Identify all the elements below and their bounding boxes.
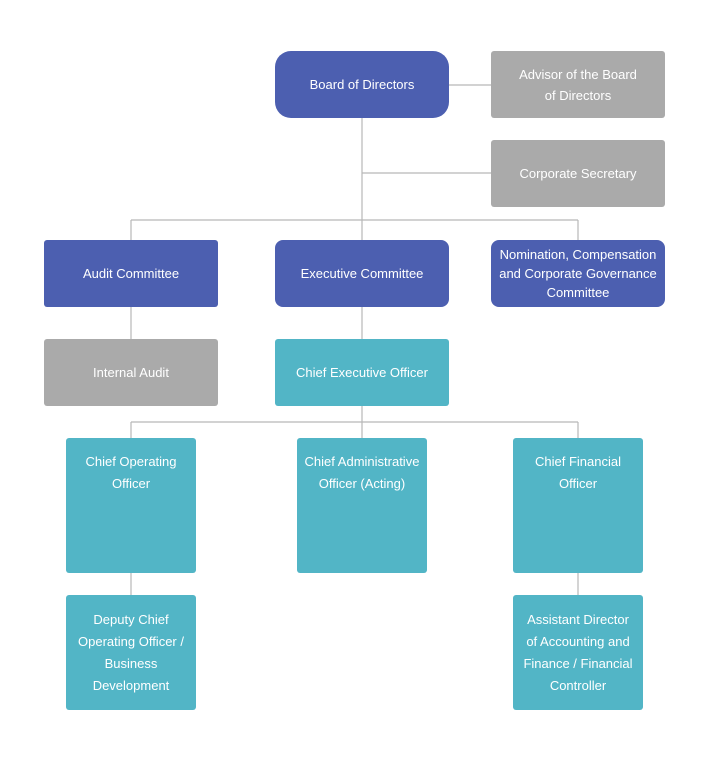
internal-audit-box: Internal Audit bbox=[44, 339, 218, 406]
advisor-box: Advisor of the Board of Directors bbox=[491, 51, 665, 118]
audit-committee-label: Audit Committee bbox=[82, 266, 180, 281]
executive-committee-label: Executive Committee bbox=[300, 266, 424, 281]
assistant-director-box: Assistant Director of Accounting and Fin… bbox=[513, 595, 643, 710]
nomination-committee-box: Nomination, Compensation and Corporate G… bbox=[491, 240, 665, 307]
corporate-secretary-label: Corporate Secretary bbox=[519, 166, 637, 181]
assistant-director-label: Assistant Director of Accounting and Fin… bbox=[523, 611, 633, 693]
audit-committee-box: Audit Committee bbox=[44, 240, 218, 307]
deputy-coo-label: Deputy Chief Operating Officer / Busines… bbox=[78, 611, 184, 693]
ceo-box: Chief Executive Officer bbox=[275, 339, 449, 406]
nomination-committee-label: Nomination, Compensation and Corporate G… bbox=[499, 247, 657, 300]
coo-box: Chief Operating Officer bbox=[66, 438, 196, 573]
board-of-directors-box: Board of Directors bbox=[275, 51, 449, 118]
cao-label: Chief Administrative Officer (Acting) bbox=[304, 454, 420, 491]
board-of-directors-label: Board of Directors bbox=[309, 77, 415, 92]
cfo-box: Chief Financial Officer bbox=[513, 438, 643, 573]
corporate-secretary-box: Corporate Secretary bbox=[491, 140, 665, 207]
cfo-label: Chief Financial Officer bbox=[535, 454, 621, 491]
executive-committee-box: Executive Committee bbox=[275, 240, 449, 307]
coo-label: Chief Operating Officer bbox=[85, 454, 177, 491]
internal-audit-label: Internal Audit bbox=[93, 365, 169, 380]
deputy-coo-box: Deputy Chief Operating Officer / Busines… bbox=[66, 595, 196, 710]
advisor-label: Advisor of the Board of Directors bbox=[519, 66, 637, 103]
cao-box: Chief Administrative Officer (Acting) bbox=[297, 438, 427, 573]
ceo-label: Chief Executive Officer bbox=[296, 365, 428, 380]
